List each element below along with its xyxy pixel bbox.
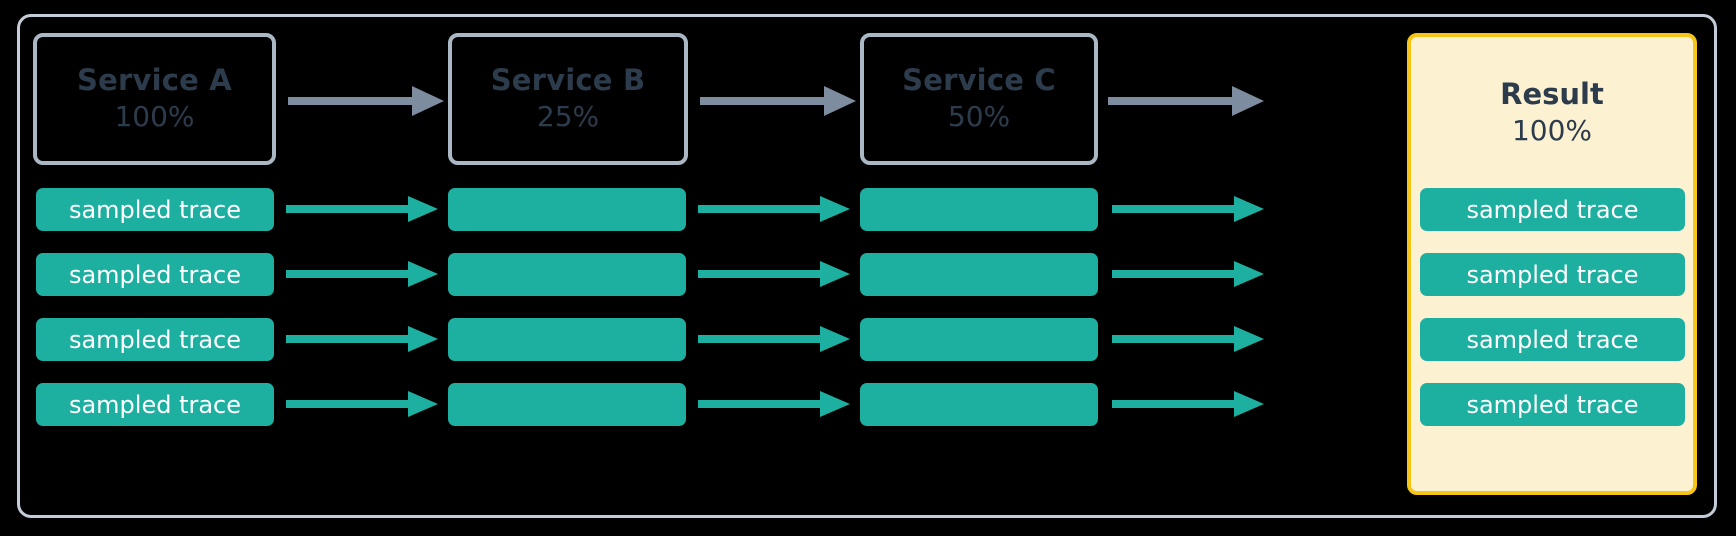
service-a-title: Service A: [77, 62, 232, 97]
trace-arrow-row1-c-to-result: [1112, 196, 1264, 222]
trace-arrow-row2-b-to-c: [698, 261, 850, 287]
trace-bar-row1-service-c[interactable]: [860, 188, 1098, 231]
trace-arrow-row1-a-to-b: [286, 196, 438, 222]
trace-bar-row4-result[interactable]: sampled trace: [1420, 383, 1685, 426]
service-box-service-a[interactable]: Service A 100%: [33, 33, 276, 165]
result-header: Result 100%: [1411, 37, 1693, 189]
trace-label: sampled trace: [1466, 195, 1639, 224]
trace-label: sampled trace: [1466, 390, 1639, 419]
trace-bar-row2-service-c[interactable]: [860, 253, 1098, 296]
arrow-service-b-to-service-c: [700, 86, 856, 116]
trace-bar-row2-result[interactable]: sampled trace: [1420, 253, 1685, 296]
trace-label: sampled trace: [68, 390, 242, 419]
trace-arrow-row4-c-to-result: [1112, 391, 1264, 417]
trace-bar-row4-service-a[interactable]: sampled trace: [36, 383, 274, 426]
service-b-percent: 25%: [536, 100, 600, 134]
trace-bar-row3-result[interactable]: sampled trace: [1420, 318, 1685, 361]
trace-bar-row1-service-b[interactable]: [448, 188, 686, 231]
trace-arrow-row3-c-to-result: [1112, 326, 1264, 352]
trace-arrow-row1-b-to-c: [698, 196, 850, 222]
trace-arrow-row3-b-to-c: [698, 326, 850, 352]
trace-bar-row4-service-c[interactable]: [860, 383, 1098, 426]
trace-bar-row3-service-a[interactable]: sampled trace: [36, 318, 274, 361]
trace-bar-row2-service-a[interactable]: sampled trace: [36, 253, 274, 296]
trace-arrow-row3-a-to-b: [286, 326, 438, 352]
trace-bar-row3-service-c[interactable]: [860, 318, 1098, 361]
service-b-title: Service B: [490, 62, 646, 97]
service-c-title: Service C: [902, 62, 1056, 97]
trace-label: sampled trace: [68, 260, 242, 289]
outer-frame: [17, 14, 1717, 518]
service-box-service-b[interactable]: Service B 25%: [448, 33, 688, 165]
trace-label: sampled trace: [1466, 260, 1639, 289]
trace-arrow-row4-b-to-c: [698, 391, 850, 417]
result-percent: 100%: [1511, 114, 1593, 148]
trace-arrow-row4-a-to-b: [286, 391, 438, 417]
service-a-percent: 100%: [114, 100, 195, 134]
service-box-service-c[interactable]: Service C 50%: [860, 33, 1098, 165]
trace-label: sampled trace: [1466, 325, 1639, 354]
trace-label: sampled trace: [68, 325, 242, 354]
trace-bar-row3-service-b[interactable]: [448, 318, 686, 361]
trace-bar-row2-service-b[interactable]: [448, 253, 686, 296]
trace-label: sampled trace: [68, 195, 242, 224]
service-c-percent: 50%: [947, 100, 1011, 134]
trace-bar-row1-service-a[interactable]: sampled trace: [36, 188, 274, 231]
trace-arrow-row2-c-to-result: [1112, 261, 1264, 287]
trace-bar-row4-service-b[interactable]: [448, 383, 686, 426]
trace-bar-row1-result[interactable]: sampled trace: [1420, 188, 1685, 231]
arrow-service-c-to-result: [1108, 86, 1264, 116]
trace-arrow-row2-a-to-b: [286, 261, 438, 287]
result-title: Result: [1500, 76, 1604, 111]
arrow-service-a-to-service-b: [288, 86, 444, 116]
